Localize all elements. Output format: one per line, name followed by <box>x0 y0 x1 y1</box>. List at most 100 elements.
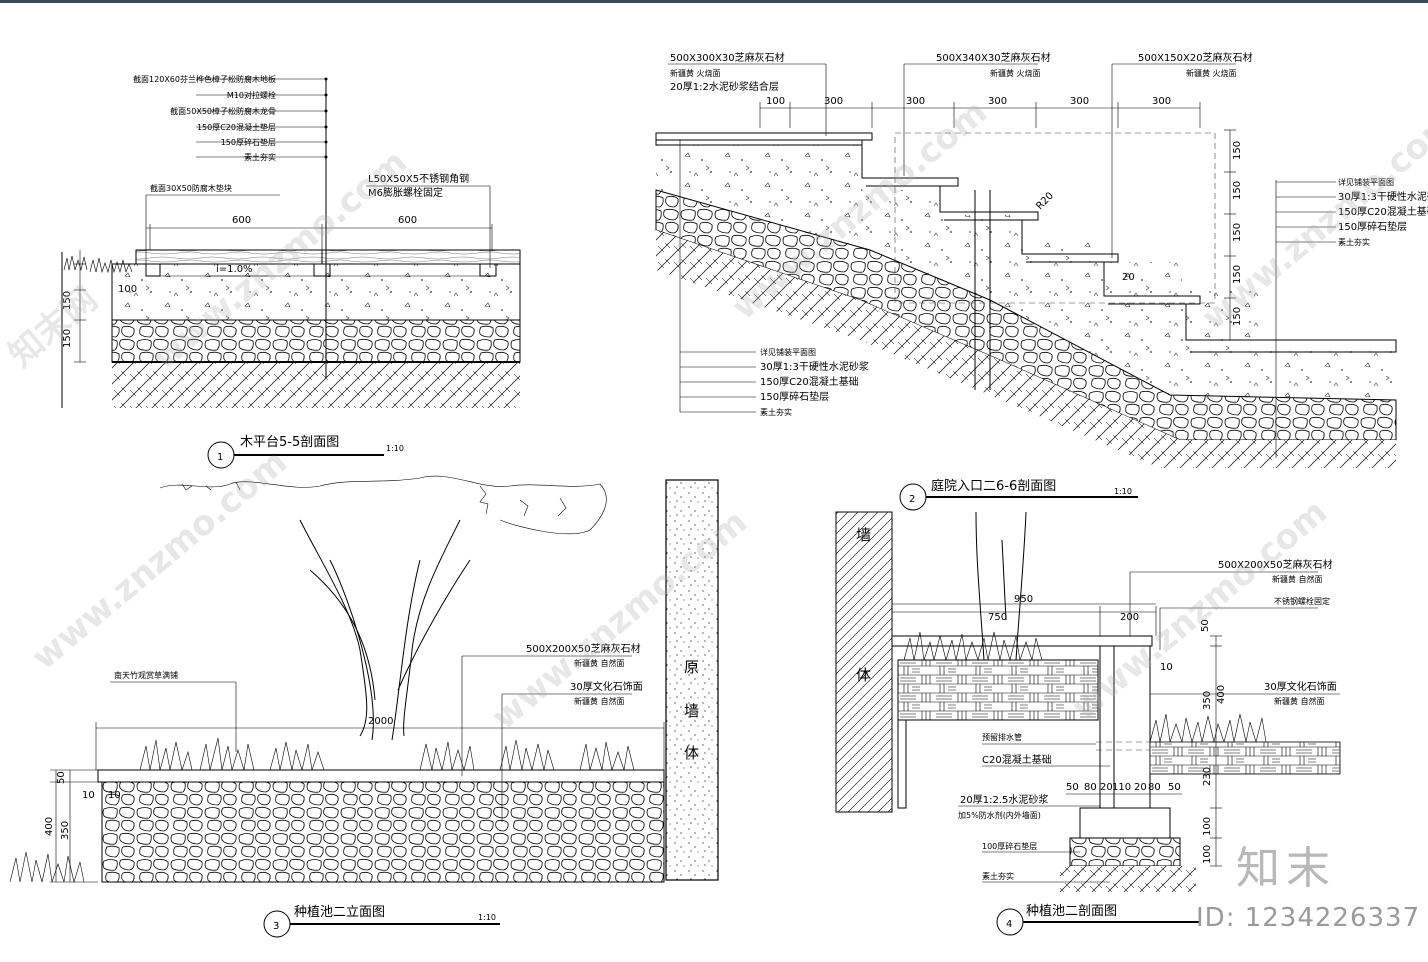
s2-right-callout-2: 150厚C20混凝土基础 <box>1338 205 1428 218</box>
s4-callout-face: 30厚文化石饰面 <box>1264 680 1337 693</box>
s2-dim-right-2: 150 <box>1232 223 1243 242</box>
s4-dim-400: 400 <box>1216 685 1227 704</box>
s2-callout-1-extra: 20厚1:2水泥砂浆结合层 <box>670 80 779 93</box>
s3-callout-plant: 南天竹观赏草满铺 <box>114 670 178 680</box>
s3-dim-10b: 10 <box>108 790 121 801</box>
s3-wall-char-1: 原 <box>684 658 699 676</box>
s2-right-callout-3: 150厚碎石垫层 <box>1338 220 1407 233</box>
s4-callout-gravel: 100厚碎石垫层 <box>982 841 1037 851</box>
s1-callout-angle: L50X50X5不锈钢角钢 <box>368 172 469 185</box>
window-top-bar <box>0 0 1428 3</box>
s2-dim-top-4: 300 <box>1070 96 1089 107</box>
section-1-deck: 100 150 150 i=1.0% 600 600 截面120X60芬兰桦色樟… <box>61 74 521 469</box>
s2-dim-top-2: 300 <box>906 96 925 107</box>
s2-left-callout-0: 详见铺装平面图 <box>760 347 816 357</box>
s2-dim-top-3: 300 <box>988 96 1007 107</box>
s4-dim-b-2: 20 <box>1100 782 1113 793</box>
s4-callout-base: C20混凝土基础 <box>982 753 1052 766</box>
s2-callout-3-finish: 新疆黄 火烧面 <box>1186 68 1237 78</box>
s2-left-callout-1: 30厚1:3干硬性水泥砂浆 <box>760 360 869 373</box>
s4-callout-cap-finish: 新疆黄 自然面 <box>1272 574 1323 584</box>
s2-dim-top-1: 300 <box>824 96 843 107</box>
s1-callout-expansion: M6膨胀螺栓固定 <box>368 186 443 199</box>
s3-scale: 1:10 <box>478 913 496 922</box>
s4-dim-350: 350 <box>1202 691 1213 710</box>
asset-id: ID: 1234226337 <box>1196 903 1421 933</box>
s2-dim-right-3: 150 <box>1232 265 1243 284</box>
s1-dim-600-left: 600 <box>232 215 251 226</box>
s1-callout-board: 截面120X60芬兰桦色樟子松防腐木地板 <box>133 74 276 84</box>
s1-dim-left-150b: 150 <box>62 329 73 348</box>
s4-dim-b-4: 20 <box>1134 782 1147 793</box>
s4-callout-steel: 不锈钢螺栓固定 <box>1274 596 1330 606</box>
s2-left-callout-4: 素土夯实 <box>760 407 792 417</box>
s1-callout-concrete: 150厚C20混凝土垫层 <box>197 122 276 132</box>
s1-dim-600-right: 600 <box>398 215 417 226</box>
s3-dim-50: 50 <box>56 771 67 784</box>
s4-dim-b-5: 80 <box>1148 782 1161 793</box>
s4-dim-b-1: 80 <box>1084 782 1097 793</box>
s4-title: 种植池二剖面图 <box>1026 904 1117 919</box>
s4-dim-100b: 100 <box>1202 845 1213 864</box>
s1-title-number: 1 <box>217 452 223 463</box>
s3-title: 种植池二立面图 <box>294 905 385 920</box>
s3-dim-10a: 10 <box>82 790 95 801</box>
s3-dim-width: 2000 <box>368 716 393 727</box>
s3-wall-char-3: 体 <box>684 744 699 762</box>
s2-radius: R20 <box>1034 190 1056 212</box>
s2-right-callout-4: 素土夯实 <box>1338 237 1370 247</box>
s2-dim-right-0: 150 <box>1232 141 1243 160</box>
s2-callout-2-size: 500X340X30芝麻灰石材 <box>936 51 1051 64</box>
s1-callout-gravel: 150厚碎石垫层 <box>221 137 276 147</box>
s2-dim-top-5: 300 <box>1152 96 1171 107</box>
section-3-planter-elevation: 原 墙 体 2000 50 400 350 10 <box>9 475 719 938</box>
s4-callout-pipe: 预留排水管 <box>982 732 1022 742</box>
s1-title: 木平台5-5剖面图 <box>240 435 339 450</box>
s4-callout-mortar: 20厚1:2.5水泥砂浆 <box>960 793 1048 806</box>
s3-wall-char-2: 墙 <box>684 702 699 720</box>
s4-wall-char-2: 体 <box>856 666 871 684</box>
s4-dim-b-0: 50 <box>1066 782 1079 793</box>
s2-dim-right-1: 150 <box>1232 181 1243 200</box>
s4-dim-750: 750 <box>988 612 1007 623</box>
s1-callout-bolt: M10对拉螺栓 <box>227 90 276 100</box>
s3-callout-face: 30厚文化石饰面 <box>570 680 643 693</box>
section-4-planter-section: 墙 体 950 750 200 50 400 350 <box>835 511 1341 936</box>
s2-left-callout-2: 150厚C20混凝土基础 <box>760 375 859 388</box>
s4-title-number: 4 <box>1006 919 1012 930</box>
brand-logo: 知末 <box>1236 843 1336 894</box>
s2-title-number: 2 <box>909 494 915 505</box>
s4-dim-100a: 100 <box>1202 817 1213 836</box>
s3-callout-face-finish: 新疆黄 自然面 <box>574 696 625 706</box>
s1-slope-label: i=1.0% <box>216 264 253 275</box>
s4-callout-face-finish: 新疆黄 自然面 <box>1274 696 1325 706</box>
s3-dim-350: 350 <box>60 821 71 840</box>
s2-left-callout-3: 150厚碎石垫层 <box>760 390 829 403</box>
s4-callout-cap: 500X200X50芝麻灰石材 <box>1218 558 1333 571</box>
s2-title: 庭院入口二6-6剖面图 <box>931 478 1056 494</box>
s4-dim-50: 50 <box>1200 619 1211 632</box>
s2-right-callout-1: 30厚1:3干硬性水泥砂浆 <box>1338 190 1428 203</box>
s1-callout-soil: 素土夯实 <box>244 152 276 162</box>
s2-callout-3-size: 500X150X20芝麻灰石材 <box>1138 51 1253 64</box>
s4-wall-char-1: 墙 <box>856 526 871 544</box>
s2-dim-right-4: 150 <box>1232 307 1243 326</box>
s2-callout-1-size: 500X300X30芝麻灰石材 <box>670 51 785 64</box>
s4-dim-230: 230 <box>1202 767 1213 786</box>
s4-dim-200: 200 <box>1120 612 1139 623</box>
s2-scale: 1:10 <box>1114 487 1132 496</box>
s2-callout-2-finish: 新疆黄 火烧面 <box>990 68 1041 78</box>
s4-dim-b-3: 110 <box>1112 782 1131 793</box>
s2-callout-1-finish: 新疆黄 火烧面 <box>670 68 721 78</box>
s1-callout-joist: 截面50X50樟子松防腐木龙骨 <box>170 106 276 116</box>
s4-callout-soil: 素土夯实 <box>982 871 1014 881</box>
s3-callout-cap-finish: 新疆黄 自然面 <box>574 658 625 668</box>
s4-dim-b-6: 50 <box>1168 782 1181 793</box>
s4-dim-10: 10 <box>1160 662 1173 673</box>
s3-dim-400: 400 <box>44 817 55 836</box>
s1-dim-left-150a: 150 <box>62 291 73 310</box>
s3-title-number: 3 <box>273 921 279 932</box>
s1-scale: 1:10 <box>386 444 404 453</box>
s1-dim-left-100: 100 <box>118 284 137 295</box>
